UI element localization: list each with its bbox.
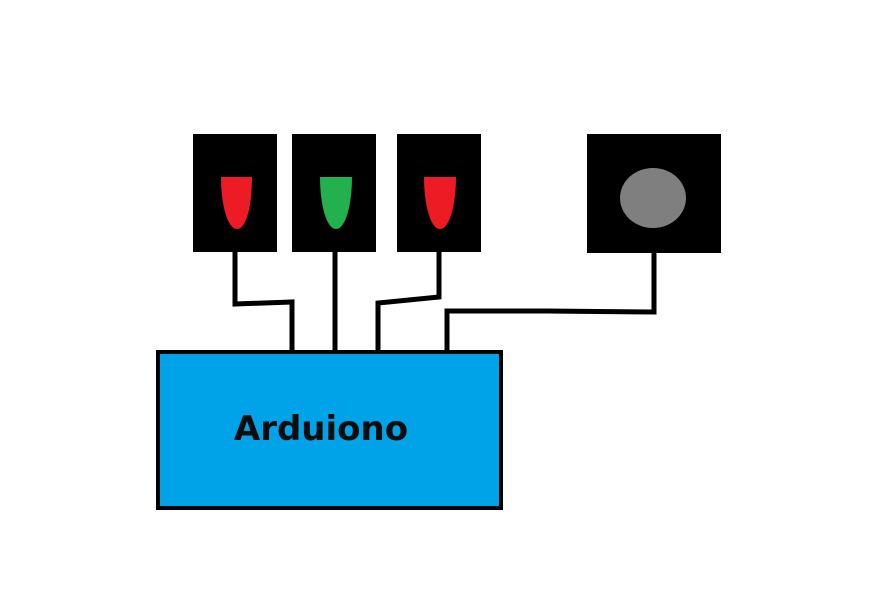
- wire-led-3: [375, 249, 442, 355]
- arduino-board: Arduiono: [156, 350, 503, 510]
- arduino-board-body: [156, 350, 503, 510]
- led-2: [292, 134, 376, 252]
- push-button: [587, 134, 721, 253]
- led-1-light: [221, 177, 252, 229]
- push-button-knob: [620, 168, 686, 228]
- led-3: [397, 134, 481, 252]
- wires: [232, 249, 657, 355]
- arduino-board-label: Arduiono: [234, 409, 408, 449]
- wire-button: [444, 249, 657, 355]
- wire-led-1: [232, 249, 295, 355]
- led-3-light: [424, 177, 456, 229]
- led-2-light: [320, 177, 352, 229]
- led-1: [193, 134, 277, 252]
